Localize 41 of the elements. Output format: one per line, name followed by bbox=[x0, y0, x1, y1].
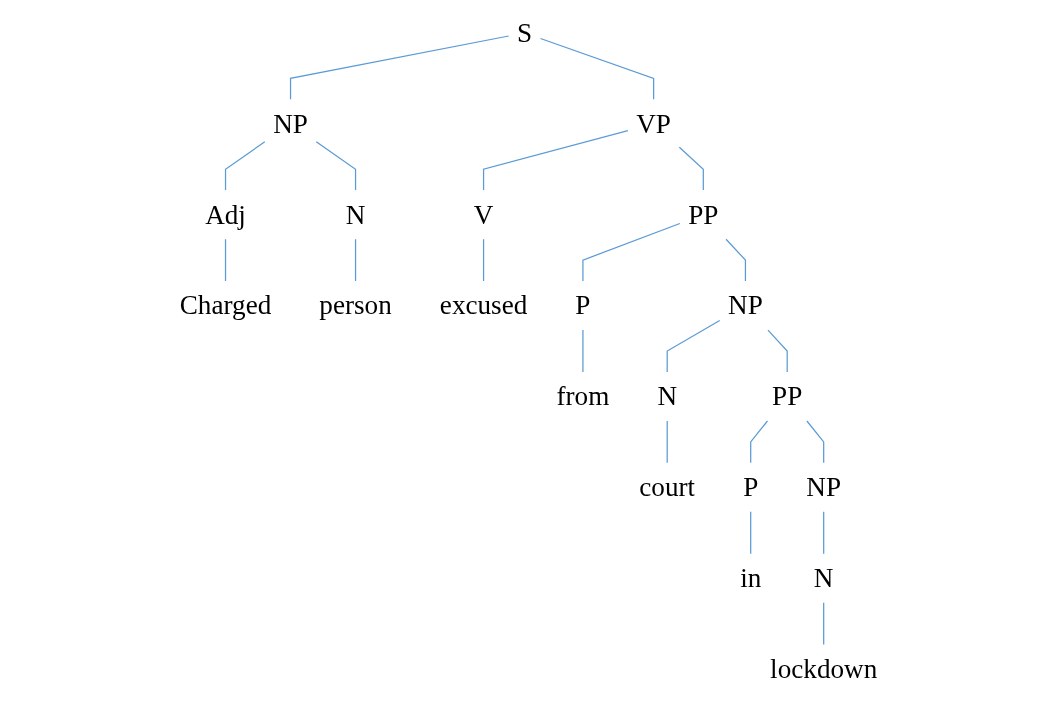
connector bbox=[289, 35, 510, 100]
node-text: in bbox=[740, 563, 762, 594]
node-text: V bbox=[473, 199, 494, 230]
node-text: S bbox=[517, 17, 533, 49]
connector bbox=[666, 420, 668, 464]
connector bbox=[666, 319, 721, 373]
connector bbox=[482, 238, 485, 282]
node-text: N bbox=[345, 199, 366, 230]
connector bbox=[354, 238, 357, 282]
node-text: PP bbox=[688, 199, 719, 230]
node-text: NP bbox=[728, 290, 763, 321]
node-text: lockdown bbox=[770, 653, 878, 685]
connector bbox=[582, 222, 681, 282]
node-text: Adj bbox=[205, 199, 246, 230]
node-text: P bbox=[743, 472, 759, 503]
node-text: court bbox=[639, 472, 696, 503]
connector bbox=[482, 130, 629, 191]
connector bbox=[823, 602, 825, 646]
connector bbox=[750, 511, 752, 555]
connector bbox=[582, 329, 584, 373]
connector bbox=[806, 420, 825, 464]
node-text: person bbox=[319, 290, 392, 321]
connector bbox=[750, 420, 769, 464]
node-text: PP bbox=[772, 381, 803, 412]
node-text: from bbox=[556, 381, 610, 412]
connector bbox=[823, 511, 825, 555]
node-text: NP bbox=[273, 108, 308, 139]
node-text: N bbox=[813, 563, 834, 594]
node-text: VP bbox=[636, 108, 671, 139]
connector bbox=[767, 329, 788, 373]
node-text: Charged bbox=[179, 290, 272, 321]
connector bbox=[725, 238, 747, 282]
node-text: NP bbox=[806, 472, 842, 503]
node-text: excused bbox=[439, 290, 528, 321]
node-text: P bbox=[575, 290, 591, 321]
connector bbox=[539, 37, 655, 100]
connector bbox=[315, 141, 357, 191]
connector bbox=[678, 146, 704, 191]
connector bbox=[224, 141, 266, 191]
node-text: N bbox=[657, 381, 677, 412]
connector bbox=[224, 238, 227, 282]
